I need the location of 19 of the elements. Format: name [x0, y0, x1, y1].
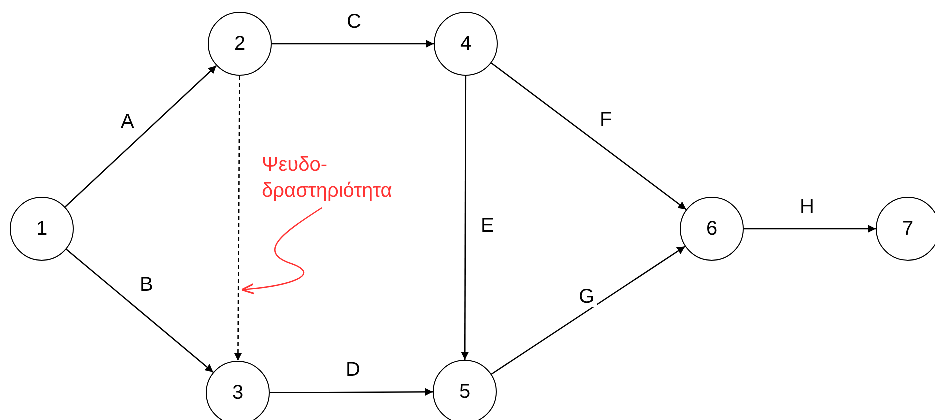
arrow: [744, 225, 876, 233]
event-circle: 5: [433, 360, 497, 420]
event-circle: 4: [434, 12, 498, 76]
edge-label: G: [577, 287, 597, 307]
arrow: [270, 388, 433, 396]
event-circle: 1: [10, 197, 74, 261]
arrow: [461, 76, 470, 360]
event-circle: 6: [680, 197, 744, 261]
arrow: [66, 249, 214, 373]
dashed-arrow: [234, 76, 242, 361]
event-circle: 3: [206, 361, 270, 420]
leader-line: [241, 207, 322, 294]
event-circle: 2: [208, 12, 272, 76]
event-circle: 7: [876, 197, 935, 261]
arrow: [491, 62, 687, 210]
arrow: [272, 40, 434, 48]
arrow: [491, 246, 686, 375]
annotation-text: Ψευδο- δραστηριότητα: [262, 152, 437, 208]
arrow: [64, 65, 218, 208]
